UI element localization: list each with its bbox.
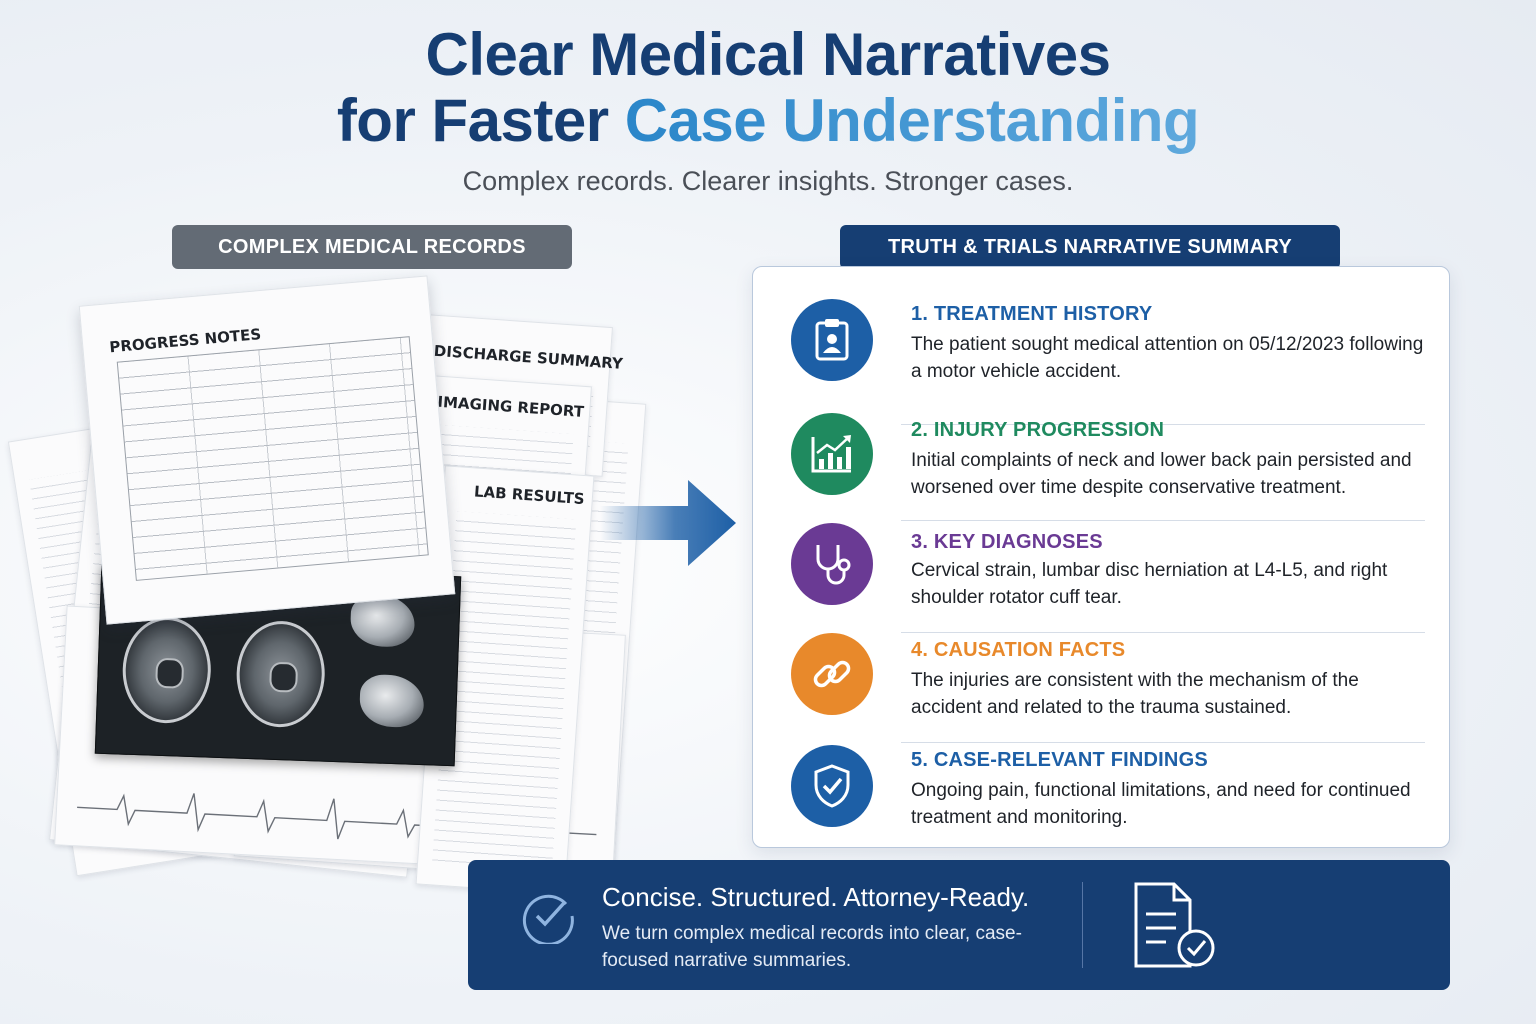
title-line-2-prefix: for Faster <box>336 87 625 154</box>
injury-progression-title: 2. INJURY PROGRESSION <box>911 419 1165 441</box>
bone-scan <box>358 673 425 729</box>
narrative-summary-card: 1. TREATMENT HISTORY The patient sought … <box>752 266 1450 848</box>
injury-progression-body: Initial complaints of neck and lower bac… <box>911 450 1412 498</box>
imaging-report-title: IMAGING REPORT <box>436 392 585 421</box>
lab-results-title: LAB RESULTS <box>473 482 586 509</box>
summary-item-treatment-history: 1. TREATMENT HISTORY The patient sought … <box>753 291 1451 425</box>
summary-item-case-relevant-findings: 5. CASE-RELEVANT FINDINGS Ongoing pain, … <box>753 739 1451 849</box>
causation-facts-title: 4. CAUSATION FACTS <box>911 639 1126 661</box>
progress-notes-sheet: PROGRESS NOTES <box>78 275 456 625</box>
treatment-history-title: 1. TREATMENT HISTORY <box>911 303 1153 325</box>
brain-scan <box>120 615 213 725</box>
summary-item-causation-facts: 4. CAUSATION FACTS The injuries are cons… <box>753 629 1451 743</box>
page-subtitle: Complex records. Clearer insights. Stron… <box>462 166 1074 196</box>
banner-divider <box>1082 882 1083 968</box>
growth-chart-icon <box>791 413 873 495</box>
case-relevant-findings-body: Ongoing pain, functional limitations, an… <box>911 780 1411 828</box>
causation-facts-body: The injuries are consistent with the mec… <box>911 670 1359 718</box>
banner-text: We turn complex medical records into cle… <box>602 923 1022 971</box>
brain-scan <box>234 619 327 729</box>
key-diagnoses-title: 3. KEY DIAGNOSES <box>911 531 1103 553</box>
clipboard-patient-icon <box>791 299 873 381</box>
key-diagnoses-body: Cervical strain, lumbar disc herniation … <box>911 560 1388 608</box>
narrative-summary-label: TRUTH & TRIALS NARRATIVE SUMMARY <box>840 225 1340 269</box>
chain-link-icon <box>791 633 873 715</box>
title-line-1: Clear Medical Narratives <box>425 21 1111 88</box>
shield-check-icon <box>791 745 873 827</box>
transform-arrow-icon <box>600 480 736 566</box>
summary-item-injury-progression: 2. INJURY PROGRESSION Initial complaints… <box>753 407 1451 521</box>
progress-notes-table <box>116 336 429 581</box>
value-banner: Concise. Structured. Attorney-Ready. We … <box>468 860 1450 990</box>
title-line-2-accent: Case Understanding <box>624 87 1200 154</box>
check-circle-icon <box>522 894 574 944</box>
complex-records-label: COMPLEX MEDICAL RECORDS <box>172 225 572 269</box>
page-title: Clear Medical Narratives for Faster Case… <box>0 22 1536 154</box>
medical-records-stack: DISCHARGE SUMMARY IMAGING REPORT LAB RES… <box>0 270 660 910</box>
banner-title: Concise. Structured. Attorney-Ready. <box>602 882 1030 912</box>
title-line-2: for Faster Case Understanding <box>0 88 1536 154</box>
document-check-icon <box>1134 882 1215 968</box>
discharge-summary-title: DISCHARGE SUMMARY <box>433 341 624 373</box>
case-relevant-findings-title: 5. CASE-RELEVANT FINDINGS <box>911 749 1208 771</box>
summary-item-key-diagnoses: 3. KEY DIAGNOSES Cervical strain, lumbar… <box>753 519 1451 633</box>
treatment-history-body: The patient sought medical attention on … <box>911 334 1424 382</box>
stethoscope-icon <box>791 523 873 605</box>
